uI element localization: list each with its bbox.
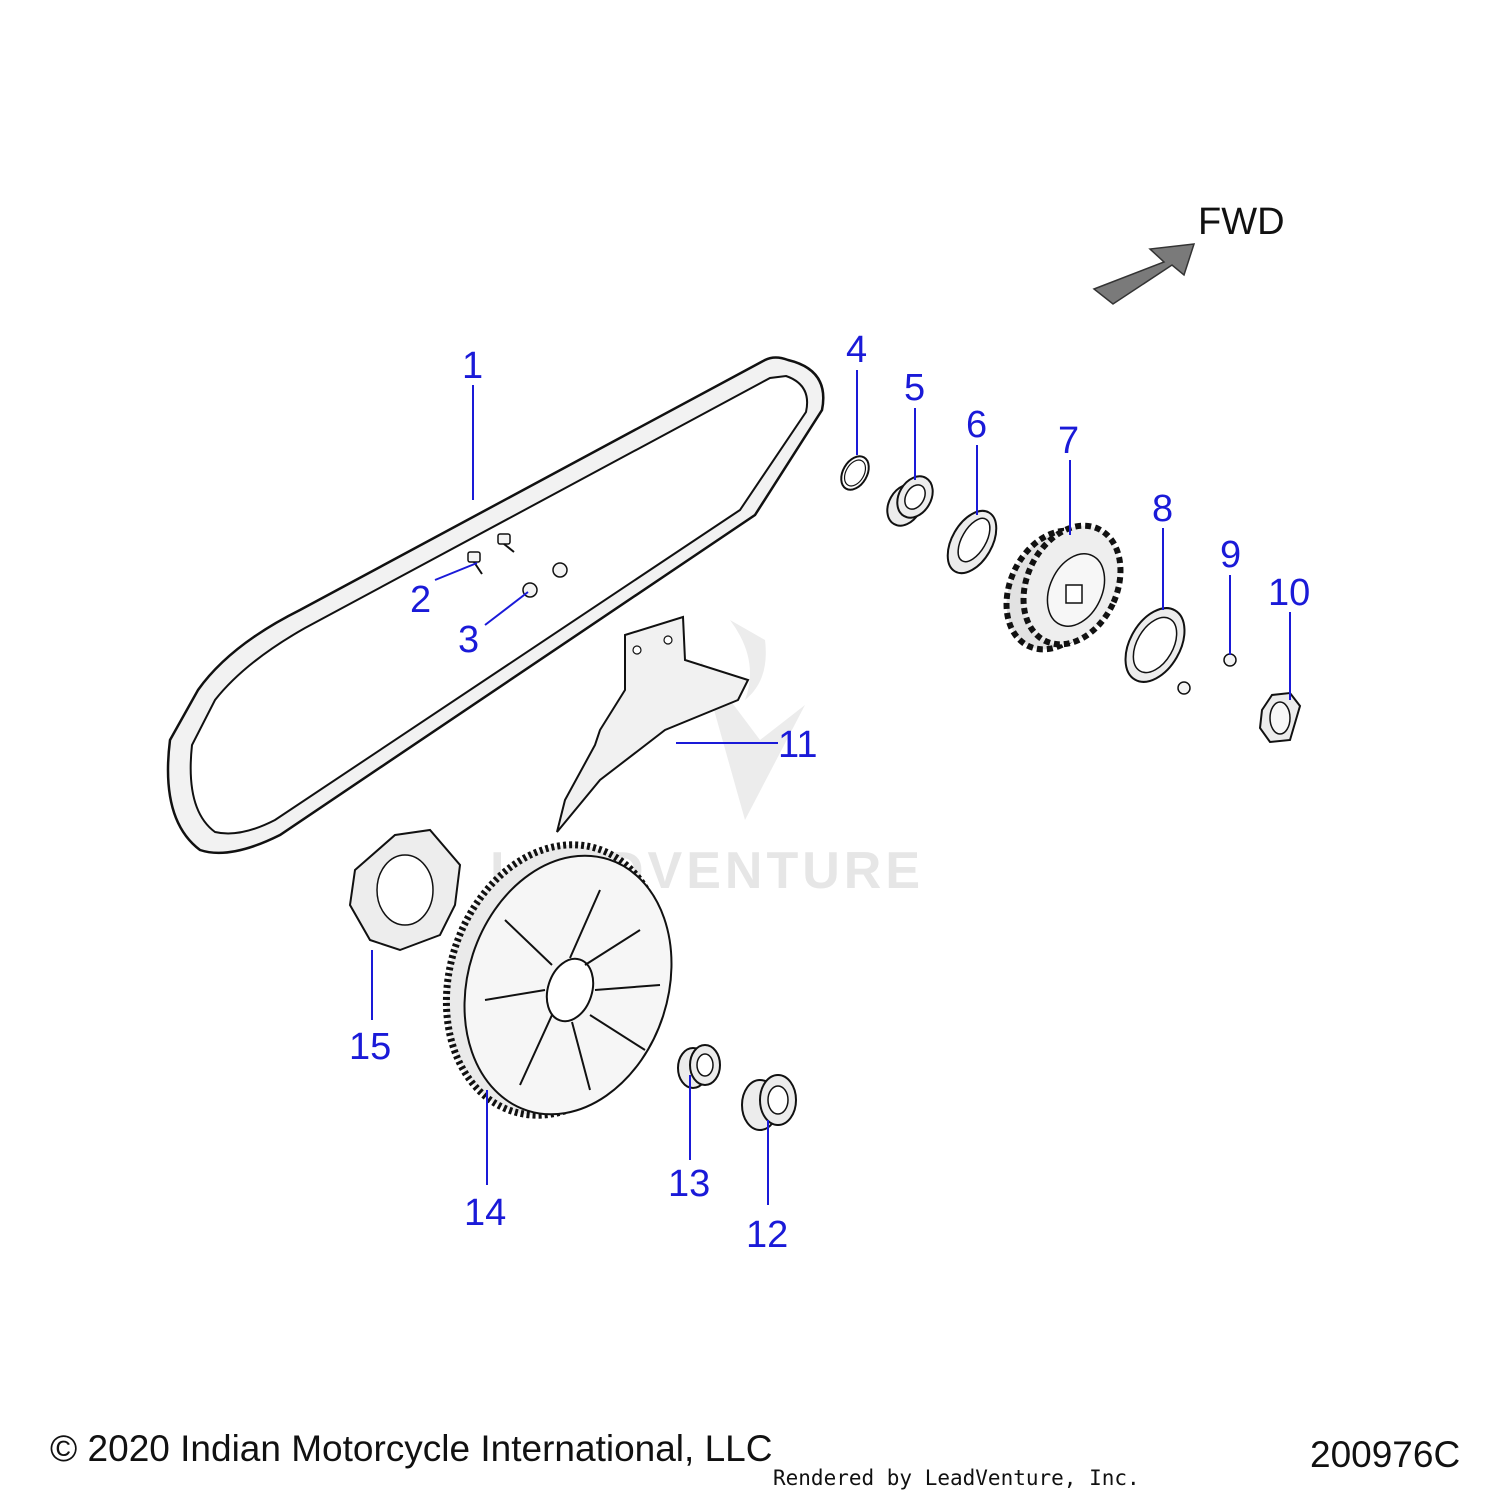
callout-6: 6 — [966, 404, 987, 446]
callout-1: 1 — [462, 345, 483, 387]
part-cushion-drive — [348, 828, 462, 952]
callout-12: 12 — [746, 1214, 788, 1256]
part-ring — [840, 455, 870, 491]
part-belt-guard — [556, 615, 750, 833]
watermark-logo — [700, 620, 805, 820]
copyright-notice: © 2020 Indian Motorcycle International, … — [50, 1428, 773, 1469]
part-drive-belt — [166, 356, 825, 855]
part-bearing — [741, 1074, 797, 1131]
callout-4: 4 — [846, 329, 867, 371]
part-seal — [946, 509, 998, 575]
part-bolts — [467, 533, 515, 575]
callout-3: 3 — [458, 619, 479, 661]
part-rear-pulley — [442, 841, 673, 1119]
figure-id: 200976C — [1310, 1434, 1461, 1475]
callout-14: 14 — [464, 1192, 506, 1234]
callout-7: 7 — [1058, 420, 1079, 462]
part-spacer-rear — [677, 1044, 721, 1089]
part-screws — [1177, 653, 1237, 695]
part-front-sprocket — [1003, 522, 1124, 653]
callout-2: 2 — [410, 579, 431, 621]
rendered-by-credit: Rendered by LeadVenture, Inc. — [773, 1466, 1140, 1490]
callout-9: 9 — [1220, 534, 1241, 576]
forward-arrow-icon — [1092, 243, 1196, 305]
part-lock-plate — [1124, 607, 1186, 683]
callout-5: 5 — [904, 367, 925, 409]
part-spacer — [886, 475, 934, 527]
forward-direction-indicator: FWD — [1092, 201, 1285, 305]
callout-11: 11 — [778, 724, 817, 766]
callout-labels: 1 2 3 4 5 6 7 8 9 10 11 12 13 14 15 — [349, 329, 1310, 1256]
callout-13: 13 — [668, 1163, 710, 1205]
callout-leaders — [371, 370, 1291, 1205]
callout-10: 10 — [1268, 572, 1310, 614]
forward-label: FWD — [1198, 201, 1285, 243]
callout-8: 8 — [1152, 488, 1173, 530]
part-hex-nut — [1258, 691, 1302, 744]
callout-15: 15 — [349, 1026, 391, 1068]
